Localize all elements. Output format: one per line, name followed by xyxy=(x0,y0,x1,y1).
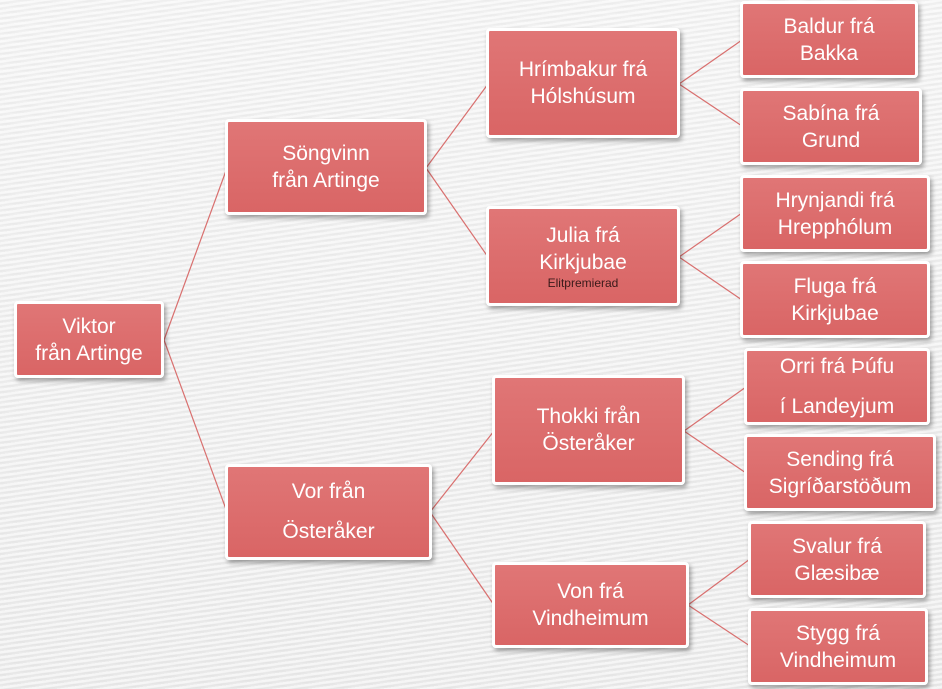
node-line: Baldur frá xyxy=(783,14,875,38)
node-line: från Artinge xyxy=(35,341,143,365)
node-line: Bakka xyxy=(799,41,859,65)
node-fluga[interactable]: Fluga frá Kirkjubae xyxy=(740,261,930,338)
node-stygg[interactable]: Stygg frá Vindheimum xyxy=(748,608,928,685)
node-line: Glæsibæ xyxy=(794,561,880,585)
node-line: Grund xyxy=(801,128,861,152)
node-line: Söngvinn xyxy=(282,142,370,165)
connector-dam-dam-dam xyxy=(429,511,495,606)
node-line: från Artinge xyxy=(272,169,380,192)
connector-ds-orri xyxy=(683,386,747,432)
node-line: Sabína frá xyxy=(782,101,880,125)
node-line: Julia frá xyxy=(546,224,620,247)
node-hrimbakur[interactable]: Hrímbakur frá Hólshúsum xyxy=(486,28,680,138)
connector-ds-sending xyxy=(683,430,747,474)
connector-sire-sire-dam xyxy=(425,167,489,258)
node-line: Svalur frá xyxy=(792,534,882,558)
node-line: Viktor xyxy=(62,314,116,338)
node-julia[interactable]: Julia frá Kirkjubae Elitpremierad xyxy=(486,206,680,306)
node-line: Hólshúsum xyxy=(530,85,636,108)
connector-sd-hrynjandi xyxy=(678,212,743,258)
elitpremierad-note: Elitpremierad xyxy=(547,276,619,290)
node-line: Kirkjubae xyxy=(791,301,879,325)
node-line: Vindheimum xyxy=(532,607,649,630)
connector-sire-sire-sire xyxy=(425,83,489,169)
node-line: Hrynjandi frá xyxy=(775,188,895,212)
connector-sd-fluga xyxy=(678,256,743,301)
node-thokki[interactable]: Thokki från Österåker xyxy=(492,375,685,485)
node-baldur[interactable]: Baldur frá Bakka xyxy=(740,1,918,78)
node-line: Österåker xyxy=(542,432,635,455)
node-line: Thokki från xyxy=(536,405,641,428)
node-line: Stygg frá xyxy=(795,621,881,645)
node-viktor[interactable]: Viktor från Artinge xyxy=(14,301,164,378)
node-von[interactable]: Von frá Vindheimum xyxy=(492,562,689,648)
node-line: Fluga frá xyxy=(793,274,877,298)
node-svalur[interactable]: Svalur frá Glæsibæ xyxy=(748,521,926,598)
node-line: Österåker xyxy=(282,520,375,543)
node-line: Von frá xyxy=(557,580,624,603)
node-line: Hrepphólum xyxy=(777,215,893,239)
node-line: í Landeyjum xyxy=(779,394,895,418)
node-sabina[interactable]: Sabína frá Grund xyxy=(740,88,922,165)
connector-ss-baldur xyxy=(678,39,743,85)
connector-root-dam xyxy=(163,339,228,513)
node-orri[interactable]: Orri frá Þúfu í Landeyjum xyxy=(744,348,930,425)
node-hrynjandi[interactable]: Hrynjandi frá Hrepphólum xyxy=(740,175,930,252)
node-line: Hrímbakur frá xyxy=(518,58,648,81)
connector-dd-stygg xyxy=(687,604,751,647)
connector-dd-svalur xyxy=(687,558,751,606)
node-line: Kirkjubae xyxy=(539,251,627,274)
node-line: Vor från xyxy=(291,480,366,503)
connector-root-sire xyxy=(163,167,228,341)
node-line: Orri frá Þúfu xyxy=(779,354,895,378)
node-sending[interactable]: Sending frá Sigríðarstöðum xyxy=(744,434,936,511)
node-songvinn[interactable]: Söngvinn från Artinge xyxy=(225,119,427,215)
node-line: Vindheimum xyxy=(779,648,897,672)
connector-ss-sabina xyxy=(678,83,743,127)
node-line: Sending frá xyxy=(786,447,894,471)
connector-dam-dam-sire xyxy=(429,430,495,513)
node-line: Sigríðarstöðum xyxy=(768,474,912,498)
node-vor[interactable]: Vor från Österåker xyxy=(225,464,432,560)
